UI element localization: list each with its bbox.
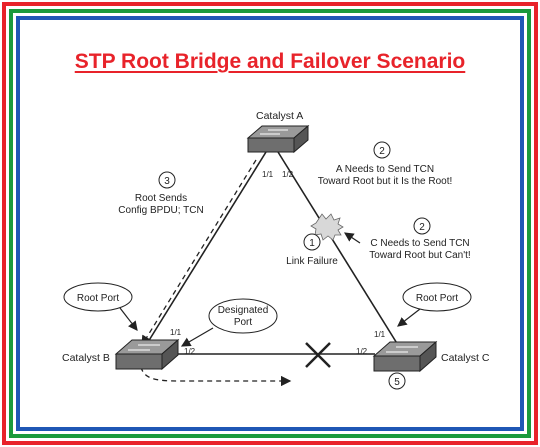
step-2a-badge: 2 <box>373 141 391 159</box>
svg-text:Root Port: Root Port <box>416 293 458 304</box>
catalyst-b-label: Catalyst B <box>62 352 110 364</box>
port-b-1: 1/1 <box>170 328 182 337</box>
port-a-2: 1/2 <box>282 170 294 179</box>
c-needs-line1: C Needs to Send TCN <box>370 238 469 249</box>
step-2b-badge: 2 <box>413 217 431 235</box>
svg-text:2: 2 <box>379 146 385 157</box>
svg-text:2: 2 <box>419 222 425 233</box>
inner-blue-border <box>16 16 524 431</box>
step-5-badge: 5 <box>388 372 406 390</box>
svg-text:1: 1 <box>309 238 315 249</box>
catalyst-b-switch-icon <box>114 338 180 371</box>
root-sends-line1: Root Sends <box>135 193 187 204</box>
port-c-2: 1/2 <box>356 347 368 356</box>
catalyst-a-label: Catalyst A <box>256 110 303 122</box>
c-needs-line2: Toward Root but Can't! <box>369 250 470 261</box>
a-needs-line1: A Needs to Send TCN <box>336 164 434 175</box>
svg-text:Root Port: Root Port <box>77 293 119 304</box>
link-a-b <box>147 151 267 343</box>
step-3-badge: 3 <box>158 171 176 189</box>
root-sends-line2: Config BPDU; TCN <box>118 205 203 216</box>
failure-burst-icon <box>310 213 344 241</box>
catalyst-a-switch-icon <box>246 124 310 154</box>
root-port-callout-left: Root Port <box>63 282 138 331</box>
link-a-c <box>277 151 399 346</box>
port-b-2: 1/2 <box>184 347 196 356</box>
svg-text:5: 5 <box>394 377 400 388</box>
root-port-callout-right: Root Port <box>397 282 472 327</box>
port-c-1: 1/1 <box>374 330 386 339</box>
page-title: STP Root Bridge and Failover Scenario <box>74 50 466 73</box>
port-a-1: 1/1 <box>262 170 274 179</box>
middle-green-border <box>9 9 531 438</box>
catalyst-c-label: Catalyst C <box>441 352 490 364</box>
designated-port-callout: Designated Port <box>180 298 278 347</box>
svg-text:Port: Port <box>234 317 253 328</box>
tcn-arrow <box>344 232 361 244</box>
bpdu-dashed-path <box>141 159 257 347</box>
a-needs-line2: Toward Root but it Is the Root! <box>318 176 453 187</box>
link-failure-label: Link Failure <box>286 256 338 267</box>
link-failure-x-icon <box>305 342 331 368</box>
catalyst-c-switch-icon <box>372 340 438 373</box>
step-1-badge: 1 <box>303 233 321 251</box>
svg-text:Designated: Designated <box>218 305 269 316</box>
svg-text:3: 3 <box>164 176 170 187</box>
